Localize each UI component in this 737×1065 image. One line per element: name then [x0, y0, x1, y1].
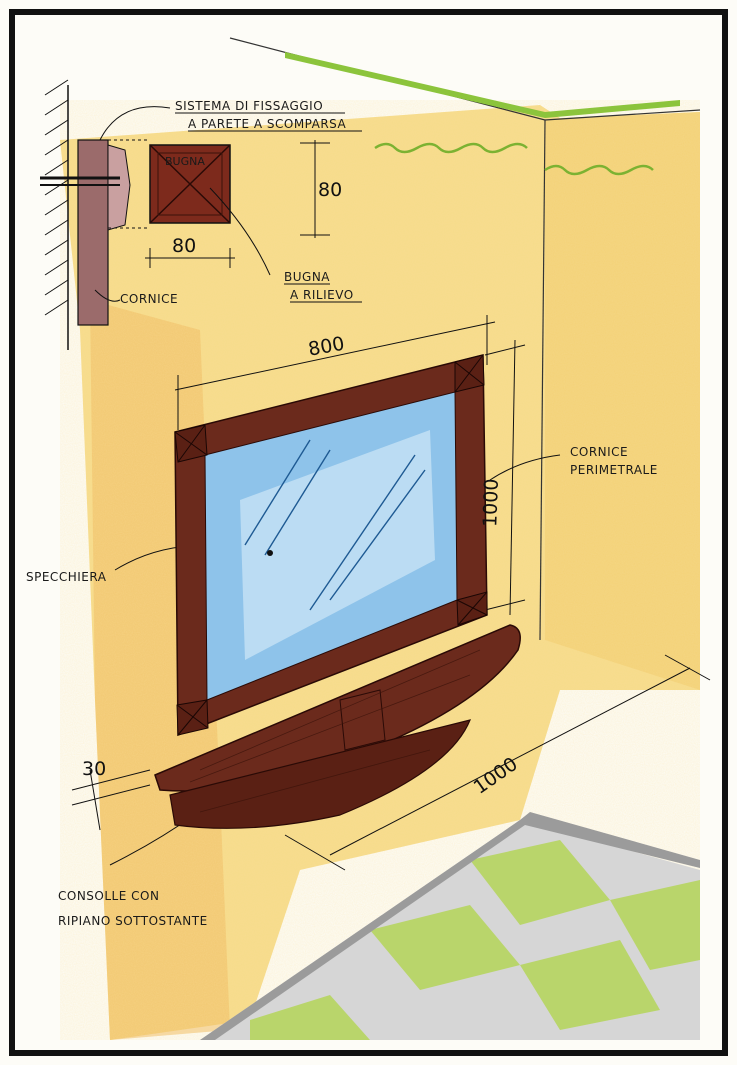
dim-mirror-height: [484, 339, 526, 616]
leader-bugna: [209, 187, 271, 276]
leader-fixing: [99, 106, 171, 141]
label-console-1: CONSOLLE CON: [58, 889, 159, 903]
wall-section-detail: [40, 79, 131, 350]
leader-perimeter: [489, 454, 561, 481]
dim-label-mirror-height: 1000: [479, 478, 503, 527]
room-corner-line: [539, 119, 546, 641]
floor-tile-green-5: [250, 995, 370, 1040]
label-perimeter-1: CORNICE: [570, 445, 628, 459]
label-fixing-system-2: A PARETE A SCOMPARSA: [188, 117, 347, 131]
dim-label-bugna-height: 80: [318, 179, 342, 201]
console-shelf: [169, 719, 471, 829]
outer-border: [9, 9, 728, 1056]
label-perimeter-2: PERIMETRALE: [570, 463, 658, 477]
mirror: [174, 354, 488, 737]
label-cornice: CORNICE: [120, 292, 178, 306]
console: [154, 624, 521, 829]
dim-bugna-width: [145, 248, 235, 268]
bugna-detail: [108, 139, 231, 229]
label-console-2: RIPIANO SOTTOSTANTE: [58, 914, 208, 928]
dim-label-console-thickness: 30: [82, 758, 106, 780]
label-bugna-relief-1: BUGNA: [284, 270, 330, 284]
dim-mirror-width: [174, 315, 496, 430]
dim-console-length: [284, 654, 711, 871]
leader-cornice: [94, 289, 121, 302]
floor-tile-green-2: [610, 880, 700, 970]
ceiling-line-right: [544, 109, 701, 121]
cornice-profile: [77, 139, 109, 326]
dim-label-bugna-width: 80: [172, 235, 196, 257]
floor-tile-green-4: [520, 940, 660, 1030]
label-mirror: SPECCHIERA: [26, 570, 107, 584]
decorative-garland: [374, 142, 654, 176]
label-bugna-relief-2: A RILIEVO: [290, 288, 354, 302]
mirror-reflection-strokes: [244, 439, 426, 611]
dim-console-thickness: [71, 769, 151, 831]
dim-bugna-height: [300, 140, 330, 238]
floor-tile-green-1: [470, 840, 610, 925]
label-fixing-system-1: SISTEMA DI FISSAGGIO: [175, 99, 323, 113]
floor-tile-green-3: [370, 905, 520, 990]
label-bugna-tag: BUGNA: [165, 155, 205, 168]
